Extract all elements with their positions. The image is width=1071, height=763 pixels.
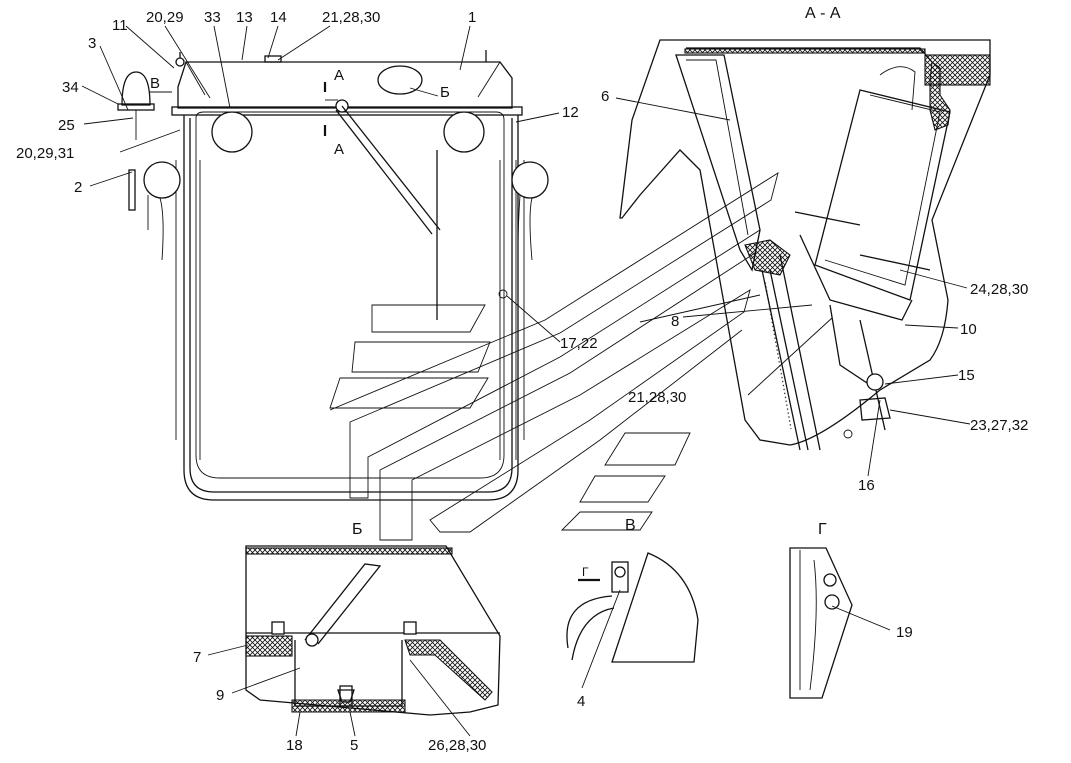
- callout-8: 8: [671, 313, 679, 330]
- detail-v: [566, 552, 699, 663]
- callout-15: 15: [958, 367, 975, 384]
- callout-17-22: 17,22: [560, 335, 598, 352]
- callout-19: 19: [896, 624, 913, 641]
- callout-12: 12: [562, 104, 579, 121]
- roof-vent: [377, 65, 423, 95]
- callouts: 11 20,29 33 13 14 21,28,30 1 3 34 25 20,…: [16, 9, 1028, 754]
- bolt-15: [866, 373, 884, 391]
- callout-3: 3: [88, 35, 96, 52]
- view-title-g: Г: [818, 521, 827, 538]
- section-mark-a-top: А: [334, 67, 344, 84]
- callout-26-28-30: 26,28,30: [428, 737, 486, 754]
- right-roof-lamp: [443, 111, 485, 153]
- detail-g: [789, 547, 853, 699]
- callout-20-29: 20,29: [146, 9, 184, 26]
- callout-24-28-30: 24,28,30: [970, 281, 1028, 298]
- section-mark-g: Г: [582, 565, 589, 579]
- section-mark-a-bottom: А: [334, 141, 344, 158]
- view-titles: А - А Б В Г А А Б В Г: [150, 5, 841, 579]
- left-roof-lamp: [211, 111, 253, 153]
- callout-7: 7: [193, 649, 201, 666]
- main-cab-view: [117, 50, 549, 501]
- callout-20-29-31: 20,29,31: [16, 145, 74, 162]
- leader-lines: [81, 25, 971, 737]
- callout-25: 25: [58, 117, 75, 134]
- callout-2: 2: [74, 179, 82, 196]
- view-title-v: В: [625, 517, 636, 534]
- callout-23-27-32: 23,27,32: [970, 417, 1028, 434]
- left-side-lamp: [143, 161, 181, 199]
- callout-4: 4: [577, 693, 585, 710]
- view-direction-arrows: [329, 172, 779, 541]
- callout-9: 9: [216, 687, 224, 704]
- callout-5: 5: [350, 737, 358, 754]
- callout-1: 1: [468, 9, 476, 26]
- right-side-lamp: [511, 161, 549, 199]
- callout-13: 13: [236, 9, 253, 26]
- section-mark-v: В: [150, 75, 160, 92]
- callout-21-28-30-top: 21,28,30: [322, 9, 380, 26]
- callout-33: 33: [204, 9, 221, 26]
- lamp-box: [814, 89, 951, 301]
- callout-10: 10: [960, 321, 977, 338]
- beacon: [121, 71, 151, 106]
- section-mark-b: Б: [440, 84, 450, 101]
- callout-6: 6: [601, 88, 609, 105]
- callout-14: 14: [270, 9, 287, 26]
- view-title-aa: А - А: [805, 5, 841, 22]
- detail-b: [245, 545, 501, 716]
- section-aa: [619, 39, 991, 451]
- callout-34: 34: [62, 79, 79, 96]
- view-title-b: Б: [352, 521, 363, 538]
- callout-16: 16: [858, 477, 875, 494]
- callout-21-28-30-mid: 21,28,30: [628, 389, 686, 406]
- callout-11: 11: [112, 17, 128, 34]
- callout-18: 18: [286, 737, 303, 754]
